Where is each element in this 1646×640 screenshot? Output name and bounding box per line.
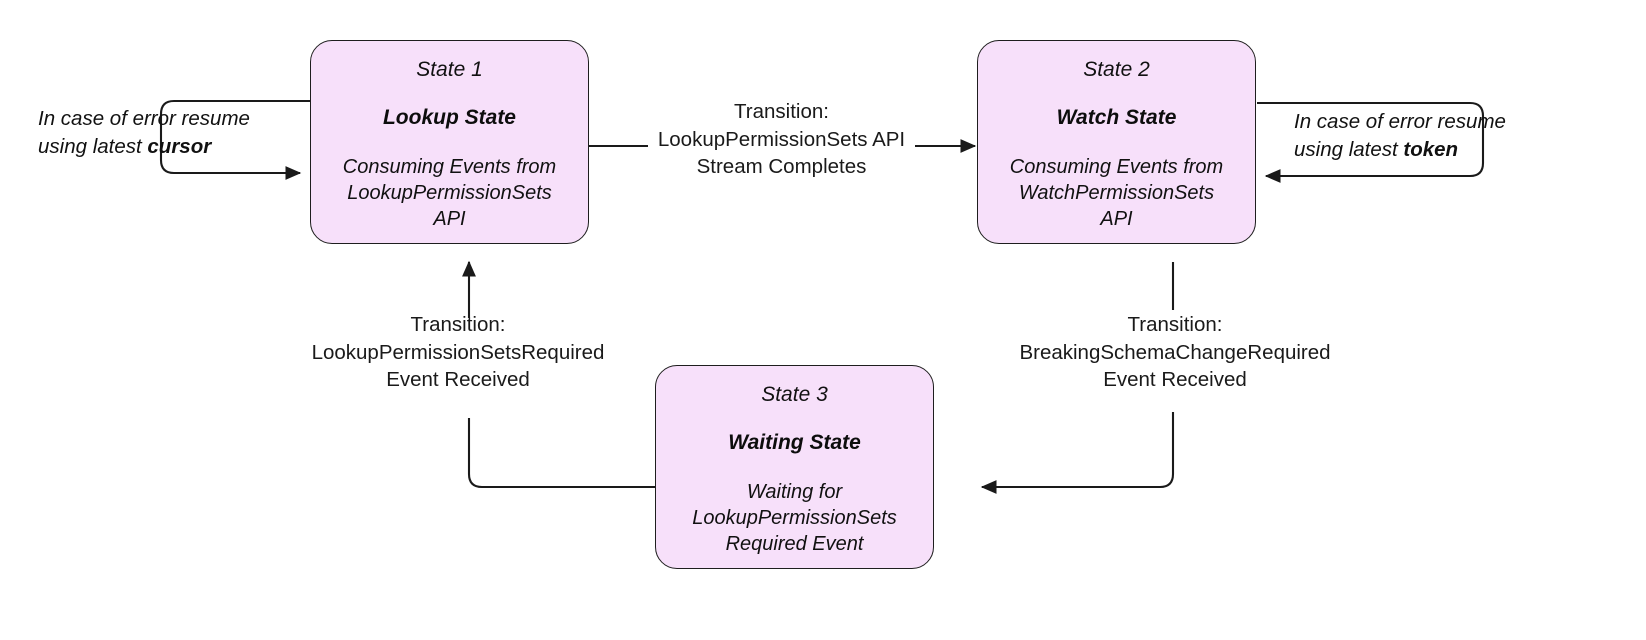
self-loop-keyword-token: token [1403,137,1459,161]
self-loop-line-2-prefix: using latest [38,134,148,158]
self-loop-label-cursor: In case of error resume using latest cur… [38,105,290,160]
state-number: State 1 [416,58,483,81]
transition-label-lookup-to-watch: Transition: LookupPermissionSets API Str… [657,100,906,179]
edge-watch-to-waiting [980,262,1175,494]
edge-waiting-to-lookup [462,260,655,489]
state-description: Consuming Events from LookupPermissionSe… [342,155,557,231]
self-loop-line-2: using latest cursor [38,133,290,161]
state-title: Waiting State [728,431,861,455]
state-number: State 2 [1083,58,1150,81]
state-title: Lookup State [382,106,516,130]
self-loop-line-1: In case of error resume [1294,110,1506,133]
state-node-waiting[interactable]: State 3 Waiting State Waiting for Lookup… [655,365,934,569]
state-title: Watch State [1056,106,1177,130]
state-node-watch[interactable]: State 2 Watch State Consuming Events fro… [977,40,1256,244]
self-loop-keyword-cursor: cursor [147,134,212,158]
self-loop-line-2: using latest token [1294,136,1544,164]
edge-lookup-self-loop [159,99,310,180]
self-loop-label-token: In case of error resume using latest tok… [1294,108,1544,163]
edge-watch-self-loop [1257,101,1485,183]
self-loop-line-1: In case of error resume [38,107,250,130]
transition-label-waiting-to-lookup: Transition: LookupPermissionSetsRequired… [311,313,605,392]
self-loop-line-2-prefix: using latest [1294,137,1404,161]
transition-label-watch-to-waiting: Transition: BreakingSchemaChangeRequired… [1019,313,1331,392]
state-description: Waiting for LookupPermissionSets Require… [692,480,897,556]
state-description: Consuming Events from WatchPermissionSet… [1009,155,1224,231]
state-node-lookup[interactable]: State 1 Lookup State Consuming Events fr… [310,40,589,244]
state-number: State 3 [761,383,828,406]
